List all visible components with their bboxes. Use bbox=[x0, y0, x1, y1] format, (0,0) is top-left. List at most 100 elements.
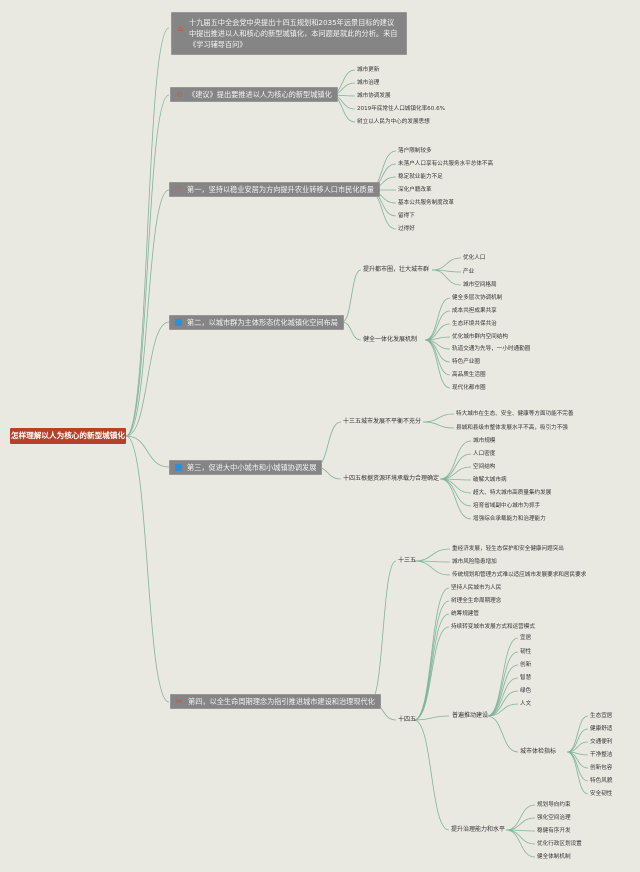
leaf[interactable]: 优化人口 bbox=[463, 255, 486, 261]
topic-label: 第一，坚持以稳业安居为方向提升农业转移人口市民化质量 bbox=[187, 185, 374, 194]
topic-label: 第四，以全生命周期理念为指引推进城市建设和治理现代化 bbox=[188, 697, 375, 706]
leaf[interactable]: 空间结构 bbox=[473, 464, 496, 470]
leaf[interactable]: 基本公共服务制度改革 bbox=[398, 200, 454, 206]
leaf[interactable]: 重经济发展，轻生态保护和安全健康问题突出 bbox=[452, 546, 564, 552]
sub-node[interactable]: 城市体检指标 bbox=[520, 748, 557, 755]
leaf[interactable]: 城市空间格局 bbox=[463, 282, 497, 288]
tools-icon: ✂ bbox=[176, 697, 183, 706]
topic-intro[interactable]: ⌂ 十九届五中全会党中央提出十四五规划和2035年远景目标的建议中提出推进以人和… bbox=[171, 12, 407, 55]
branch-line bbox=[422, 421, 455, 429]
leaf[interactable]: 城市风险隐患增加 bbox=[452, 559, 497, 565]
branch-line bbox=[439, 440, 472, 480]
leaf[interactable]: 2019年底常住人口城镇化率60.6% bbox=[357, 106, 445, 112]
sub-node[interactable]: 提升治理能力和水平 bbox=[451, 826, 506, 833]
leaf[interactable]: 城市协调发展 bbox=[357, 93, 391, 99]
leaf[interactable]: 创新包容 bbox=[590, 765, 613, 771]
leaf[interactable]: 坚持人民城市为人民 bbox=[451, 585, 502, 591]
branch-line bbox=[413, 613, 450, 721]
topic-third[interactable]: 第三，促进大中小城市和小城镇协调发展 bbox=[169, 460, 323, 475]
leaf[interactable]: 成本共担成果共享 bbox=[452, 308, 497, 314]
leaf[interactable]: 人口密度 bbox=[473, 451, 496, 457]
topic-label: 十九届五中全会党中央提出十四五规划和2035年远景目标的建议中提出推进以人和核心… bbox=[189, 18, 398, 49]
leaf[interactable]: 特色风貌 bbox=[590, 778, 613, 784]
leaf[interactable]: 稳定就业能力不足 bbox=[398, 174, 443, 180]
leaf[interactable]: 城市更新 bbox=[357, 67, 380, 73]
leaf[interactable]: 韧性 bbox=[520, 649, 532, 655]
leaf[interactable]: 优化城市群内空间结构 bbox=[452, 334, 508, 340]
branch-line bbox=[566, 751, 589, 795]
leaf[interactable]: 高品质生活圈 bbox=[452, 372, 486, 378]
leaf[interactable]: 留得下 bbox=[398, 213, 415, 219]
topic-label: 第三，促进大中小城市和小城镇协调发展 bbox=[187, 463, 317, 472]
branch-line bbox=[431, 269, 462, 286]
leaf[interactable]: 产业 bbox=[463, 269, 475, 275]
leaf[interactable]: 规划导向约束 bbox=[537, 802, 571, 808]
branch-line bbox=[125, 189, 170, 437]
leaf[interactable]: 树立以人民为中心的发展思想 bbox=[357, 119, 430, 125]
branch-line bbox=[486, 651, 519, 717]
leaf[interactable]: 城市规模 bbox=[473, 438, 496, 444]
leaf[interactable]: 健康舒适 bbox=[590, 726, 613, 732]
leaf[interactable]: 强化空间治理 bbox=[537, 815, 571, 821]
branch-line bbox=[413, 587, 450, 721]
branch-line bbox=[369, 560, 397, 703]
leaf[interactable]: 统筹规建管 bbox=[451, 611, 479, 617]
leaf[interactable]: 持续转变城市发展方式和运营模式 bbox=[451, 624, 535, 630]
leaf[interactable]: 安全韧性 bbox=[590, 791, 613, 797]
leaf[interactable]: 特大城市在生态、安全、健康等方面功能不完善 bbox=[456, 411, 574, 417]
sub-node[interactable]: 提升都市圈，壮大城市群 bbox=[363, 266, 430, 273]
leaf[interactable]: 轨道交通为先导，一小时通勤圈 bbox=[452, 346, 531, 352]
leaf[interactable]: 现代化都市圈 bbox=[452, 385, 486, 391]
leaf[interactable]: 落户限制较多 bbox=[398, 148, 432, 154]
leaf[interactable]: 健全体制机制 bbox=[537, 854, 571, 860]
branch-line bbox=[413, 719, 450, 831]
leaf[interactable]: 生态宜居 bbox=[590, 713, 613, 719]
branch-line bbox=[125, 321, 170, 437]
sub-node[interactable]: 十四五 bbox=[398, 716, 417, 723]
topic-fourth[interactable]: ✂ 第四，以全生命周期理念为指引推进城市建设和治理现代化 bbox=[170, 694, 381, 709]
topic-proposal[interactable]: ✩ 《建议》提出要推进以人为核心的新型城镇化 bbox=[170, 87, 338, 102]
leaf[interactable]: 优化行政区划设置 bbox=[537, 841, 582, 847]
leaf[interactable]: 绿色 bbox=[520, 688, 532, 694]
branch-line bbox=[431, 257, 462, 271]
branch-line bbox=[125, 27, 170, 437]
leaf[interactable]: 干净整洁 bbox=[590, 752, 613, 758]
branch-line bbox=[505, 817, 536, 831]
branch-line bbox=[439, 453, 472, 480]
leaf[interactable]: 树理全生命周期理念 bbox=[451, 598, 502, 604]
leaf[interactable]: 传统规划和管理方式难以适应城市发展要求和居民要求 bbox=[452, 572, 587, 578]
leaf[interactable]: 交通便利 bbox=[590, 739, 613, 745]
branch-line bbox=[486, 677, 519, 717]
topic-first[interactable]: ♡ 第一，坚持以稳业安居为方向提升农业转移人口市民化质量 bbox=[169, 182, 380, 197]
leaf[interactable]: 健全多层次协调机制 bbox=[452, 295, 503, 301]
sub-node[interactable]: 十三五 bbox=[398, 557, 417, 564]
leaf[interactable]: 城市治理 bbox=[357, 80, 380, 86]
sub-node[interactable]: 十四五根据资源环境承载力合理确定 bbox=[343, 475, 440, 482]
leaf[interactable]: 增强综合承载能力和治理能力 bbox=[473, 516, 546, 522]
branch-line bbox=[413, 560, 451, 576]
leaf[interactable]: 智慧 bbox=[520, 675, 532, 681]
leaf[interactable]: 宜居 bbox=[520, 635, 532, 641]
leaf[interactable]: 过得好 bbox=[398, 226, 415, 232]
leaf[interactable]: 生态环境共保共治 bbox=[452, 321, 497, 327]
leaf[interactable]: 破解大城市病 bbox=[473, 477, 507, 483]
root-node[interactable]: 怎样理解以人为核心的新型城镇化 bbox=[10, 428, 126, 444]
leaf[interactable]: 创新 bbox=[520, 662, 532, 668]
leaf[interactable]: 未落户人口享有公共服务水平总体不高 bbox=[398, 161, 494, 167]
sub-node[interactable]: 十三五城市发展不平衡不充分 bbox=[343, 418, 422, 425]
branch-line bbox=[439, 478, 472, 520]
leaf[interactable]: 稳健有序开发 bbox=[537, 828, 571, 834]
leaf[interactable]: 培育省域副中心城市为抓手 bbox=[473, 503, 541, 509]
leaf[interactable]: 深化户籍改革 bbox=[398, 187, 432, 193]
branch-line bbox=[486, 690, 519, 717]
branch-line bbox=[125, 94, 170, 437]
leaf[interactable]: 县城和县级市整体发展水平不高，吸引力不强 bbox=[456, 425, 568, 431]
sub-node[interactable]: 健全一体化发展机制 bbox=[363, 336, 418, 343]
leaf[interactable]: 人文 bbox=[520, 701, 532, 707]
sub-node[interactable]: 普遍推动建设 bbox=[452, 712, 489, 719]
leaf[interactable]: 特色产业圈 bbox=[452, 359, 480, 365]
branch-line bbox=[413, 626, 450, 721]
topic-label: 第二，以城市群为主体形态优化城镇化空间布局 bbox=[187, 318, 338, 327]
topic-second[interactable]: 第二，以城市群为主体形态优化城镇化空间布局 bbox=[169, 315, 344, 330]
leaf[interactable]: 超大、特大城市高质量集约发展 bbox=[473, 490, 552, 496]
